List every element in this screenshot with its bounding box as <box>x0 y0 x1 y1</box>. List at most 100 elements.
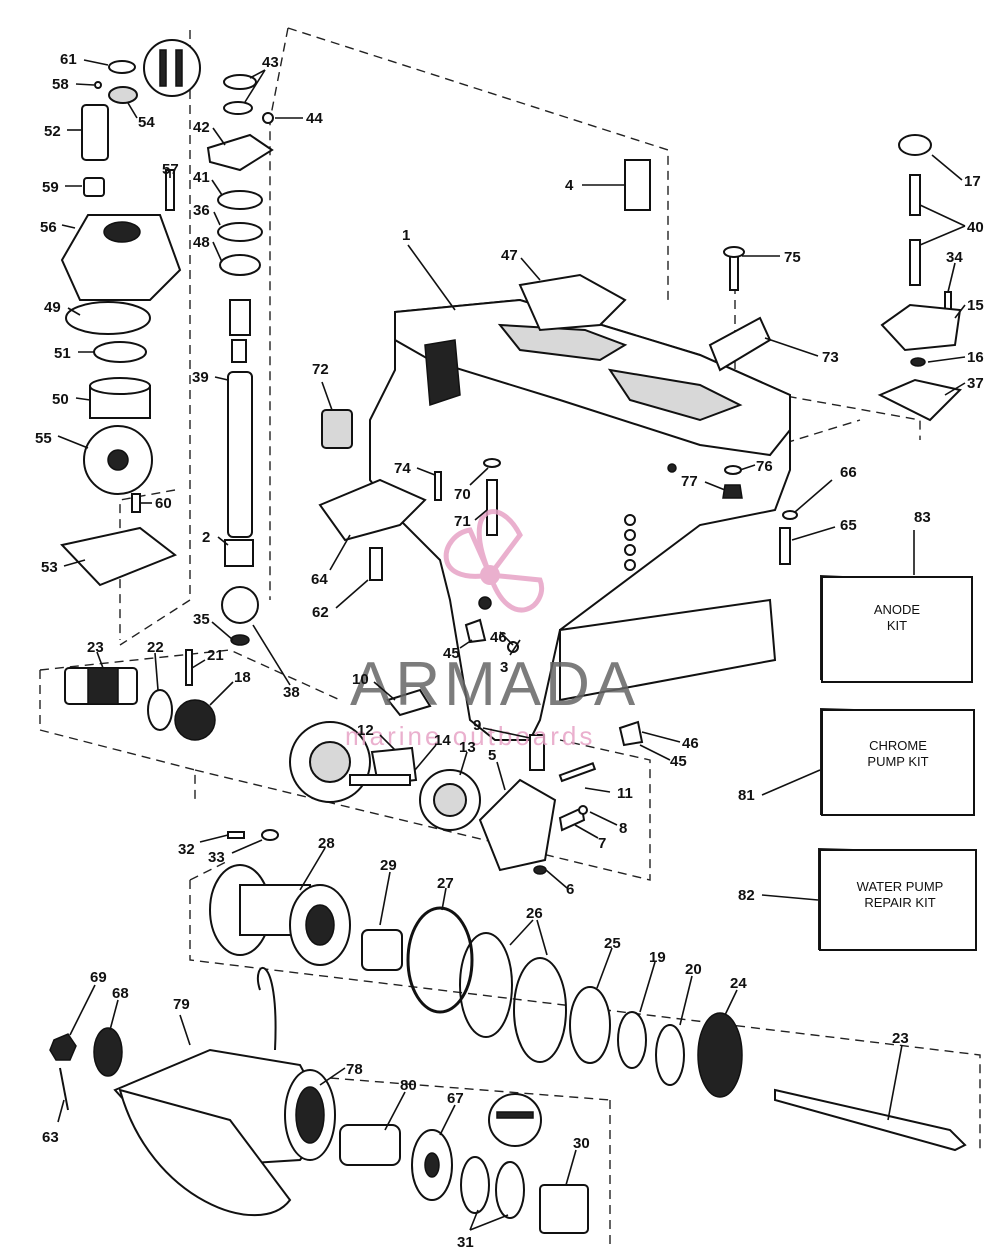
part-number-37: 37 <box>967 375 984 392</box>
part-number-17: 17 <box>964 173 981 190</box>
kit-label-line1: WATER PUMP <box>857 879 944 894</box>
part-number-36: 36 <box>193 202 210 219</box>
kit-label-line2: KIT <box>887 618 907 633</box>
kit-number: 81 <box>738 787 755 804</box>
kit-box-anode: ANODE KIT 83 <box>820 509 973 683</box>
part-number-29: 29 <box>380 857 397 874</box>
part-number-33: 33 <box>208 849 225 866</box>
part-number-73: 73 <box>822 349 839 366</box>
part-number-62: 62 <box>312 604 329 621</box>
part-number-77: 77 <box>681 473 698 490</box>
part-number-49: 49 <box>44 299 61 316</box>
part-number-47: 47 <box>501 247 518 264</box>
part-number-21: 21 <box>207 647 224 664</box>
kit-number: 82 <box>738 887 755 904</box>
part-number-55: 55 <box>35 430 52 447</box>
mid-parts <box>318 409 798 747</box>
part-number-32: 32 <box>178 841 195 858</box>
part-number-9: 9 <box>473 717 481 734</box>
part-number-79: 79 <box>173 996 190 1013</box>
part-number-27: 27 <box>437 875 454 892</box>
part-number-19: 19 <box>649 949 666 966</box>
part-number-16: 16 <box>967 349 984 366</box>
part-number-60: 60 <box>155 495 172 512</box>
part-number-51: 51 <box>54 345 71 362</box>
part-number-20: 20 <box>685 961 702 978</box>
part-number-72: 72 <box>312 361 329 378</box>
part-number-23: 23 <box>87 639 104 656</box>
part-number-13: 13 <box>459 739 476 756</box>
part-number-76: 76 <box>756 458 773 475</box>
part-number-34: 34 <box>946 249 963 266</box>
part-number-50: 50 <box>52 391 69 408</box>
part-number-74: 74 <box>394 460 411 477</box>
part-number-28: 28 <box>318 835 335 852</box>
part-number-46: 46 <box>490 629 507 646</box>
part-number-56: 56 <box>40 219 57 236</box>
part-number-39: 39 <box>192 369 209 386</box>
part-number-59: 59 <box>42 179 59 196</box>
kit-label-line2: REPAIR KIT <box>864 895 935 910</box>
part-number-14: 14 <box>434 732 451 749</box>
part-number-22: 22 <box>147 639 164 656</box>
watermark-tagline: marine outboards <box>345 721 595 751</box>
part-number-68: 68 <box>112 985 129 1002</box>
part-number-18: 18 <box>234 669 251 686</box>
part-number-48: 48 <box>193 234 210 251</box>
part-number-67: 67 <box>447 1090 464 1107</box>
part-number-8: 8 <box>619 820 627 837</box>
part-number-4: 4 <box>565 177 574 194</box>
part-number-15: 15 <box>967 297 984 314</box>
propeller-logo-icon <box>443 509 544 613</box>
part-number-64: 64 <box>311 571 328 588</box>
part-number-30: 30 <box>573 1135 590 1152</box>
part-number-6: 6 <box>566 881 574 898</box>
part-number-12: 12 <box>357 722 374 739</box>
part-number-61: 61 <box>60 51 77 68</box>
part-number-75: 75 <box>784 249 801 266</box>
part-number-35: 35 <box>193 611 210 628</box>
part-number-23: 23 <box>892 1030 909 1047</box>
part-number-69: 69 <box>90 969 107 986</box>
watermark-brand: ARMADA <box>350 650 639 719</box>
part-number-2: 2 <box>202 529 210 546</box>
part-number-40: 40 <box>967 219 984 236</box>
kit-box-water-pump-repair: WATER PUMP REPAIR KIT 82 <box>738 848 977 951</box>
part-number-70: 70 <box>454 486 471 503</box>
part-number-65: 65 <box>840 517 857 534</box>
part-number-66: 66 <box>840 464 857 481</box>
part-number-11: 11 <box>617 785 633 802</box>
part-number-46: 46 <box>682 735 699 752</box>
part-number-3: 3 <box>500 659 508 676</box>
part-number-45: 45 <box>443 645 460 662</box>
propshaft-parts <box>209 829 967 1152</box>
part-number-54: 54 <box>138 114 155 131</box>
part-number-25: 25 <box>604 935 621 952</box>
propeller-assembly <box>49 966 589 1234</box>
part-number-26: 26 <box>526 905 543 922</box>
kit-label-line1: ANODE <box>874 602 921 617</box>
part-callouts: 1 2 3 4 5 6 7 8 9 10 11 12 13 14 15 16 1… <box>35 51 984 1251</box>
kit-label-line1: CHROME <box>869 738 927 753</box>
part-number-58: 58 <box>52 76 69 93</box>
part-number-44: 44 <box>306 110 323 127</box>
part-number-42: 42 <box>193 119 210 136</box>
part-number-53: 53 <box>41 559 58 576</box>
water-pump-assembly <box>60 60 182 587</box>
part-number-43: 43 <box>262 54 279 71</box>
upper-right-parts <box>518 134 962 422</box>
kit-label-line2: PUMP KIT <box>867 754 928 769</box>
part-number-31: 31 <box>457 1234 474 1251</box>
kit-box-chrome-pump: CHROME PUMP KIT 81 <box>738 708 975 816</box>
part-number-1: 1 <box>402 227 410 244</box>
part-number-41: 41 <box>193 169 210 186</box>
armada-watermark: ARMADA marine outboards <box>345 509 639 751</box>
part-number-71: 71 <box>454 513 471 530</box>
part-number-52: 52 <box>44 123 61 140</box>
part-number-78: 78 <box>346 1061 363 1078</box>
part-number-24: 24 <box>730 975 747 992</box>
part-number-38: 38 <box>283 684 300 701</box>
part-number-5: 5 <box>488 747 496 764</box>
part-number-10: 10 <box>352 671 369 688</box>
